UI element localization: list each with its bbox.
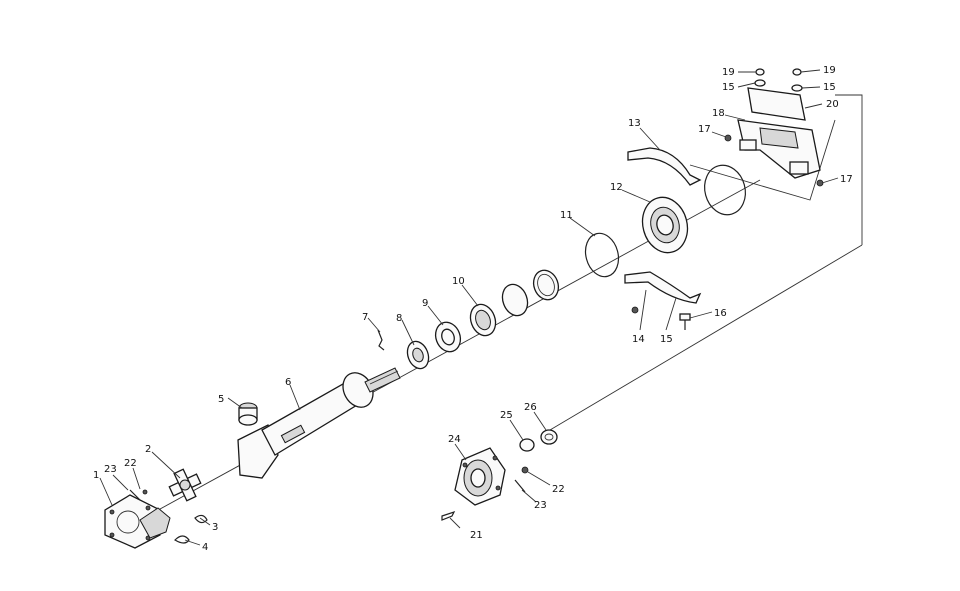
label-23b: 23 xyxy=(534,500,547,511)
part-companion-flange-24 xyxy=(454,447,506,506)
part-bolt-23a xyxy=(129,489,141,501)
label-3: 3 xyxy=(212,522,218,533)
label-15a: 15 xyxy=(722,82,735,93)
label-5: 5 xyxy=(218,394,224,405)
leader-bracket-upper xyxy=(689,119,836,201)
lower-centerline xyxy=(549,244,863,431)
label-2: 2 xyxy=(145,444,151,455)
label-14: 14 xyxy=(632,334,645,345)
part-washer-15a xyxy=(754,79,766,87)
label-23a: 23 xyxy=(104,464,117,475)
part-washer-9 xyxy=(434,321,462,353)
part-bolt-16 xyxy=(679,313,691,330)
part-grease-cap xyxy=(238,402,258,426)
part-nut-26-hole xyxy=(544,433,554,441)
label-13: 13 xyxy=(628,118,641,129)
part-flange-yoke xyxy=(104,494,171,549)
label-11: 11 xyxy=(560,210,573,221)
label-6: 6 xyxy=(285,377,291,388)
label-22a: 22 xyxy=(124,458,137,469)
part-seal-8 xyxy=(406,340,430,370)
part-mount-bracket-20 xyxy=(737,87,821,179)
part-labels: 1 2 3 4 5 6 7 8 9 10 11 12 13 14 15 16 1… xyxy=(93,65,853,553)
label-20: 20 xyxy=(826,99,839,110)
part-washer-15b xyxy=(791,84,803,92)
part-bolt-17a xyxy=(724,134,732,142)
part-washer-25 xyxy=(519,438,535,452)
leader-bracket-right xyxy=(835,94,863,245)
label-19a: 19 xyxy=(722,67,735,78)
part-key-7 xyxy=(377,329,385,351)
label-18: 18 xyxy=(712,108,725,119)
part-snap-ring-3 xyxy=(194,514,208,524)
label-17b: 17 xyxy=(840,174,853,185)
part-nut-22b xyxy=(521,466,529,474)
label-16: 16 xyxy=(714,308,727,319)
label-4: 4 xyxy=(202,542,208,553)
label-22b: 22 xyxy=(552,484,565,495)
part-center-bearing-12 xyxy=(641,196,689,254)
label-15c: 15 xyxy=(660,334,673,345)
label-12: 12 xyxy=(610,182,623,193)
part-clip-4 xyxy=(174,535,190,544)
label-9: 9 xyxy=(422,298,428,309)
part-nut-19a xyxy=(755,68,765,76)
label-17a: 17 xyxy=(698,124,711,135)
part-nut-22a xyxy=(142,489,148,495)
part-universal-cross xyxy=(168,468,202,502)
label-26: 26 xyxy=(524,402,537,413)
label-7: 7 xyxy=(362,312,368,323)
part-lower-bracket-14 xyxy=(624,271,702,314)
part-pin-21 xyxy=(441,510,456,521)
part-nut-26 xyxy=(540,429,558,445)
part-ring-right xyxy=(704,164,746,216)
part-ring-11 xyxy=(584,232,620,278)
part-shaft-tube xyxy=(237,367,401,479)
label-15b: 15 xyxy=(823,82,836,93)
part-upper-bracket-13 xyxy=(627,147,702,186)
leader-lines xyxy=(99,69,839,546)
label-25: 25 xyxy=(500,410,513,421)
label-19b: 19 xyxy=(823,65,836,76)
label-8: 8 xyxy=(396,313,402,324)
label-1: 1 xyxy=(93,470,99,481)
label-21: 21 xyxy=(470,530,483,541)
label-10: 10 xyxy=(452,276,465,287)
label-24: 24 xyxy=(448,434,461,445)
part-bearing-10 xyxy=(469,269,560,337)
part-nut-19b xyxy=(792,68,802,76)
part-bolt-23b xyxy=(514,479,526,493)
